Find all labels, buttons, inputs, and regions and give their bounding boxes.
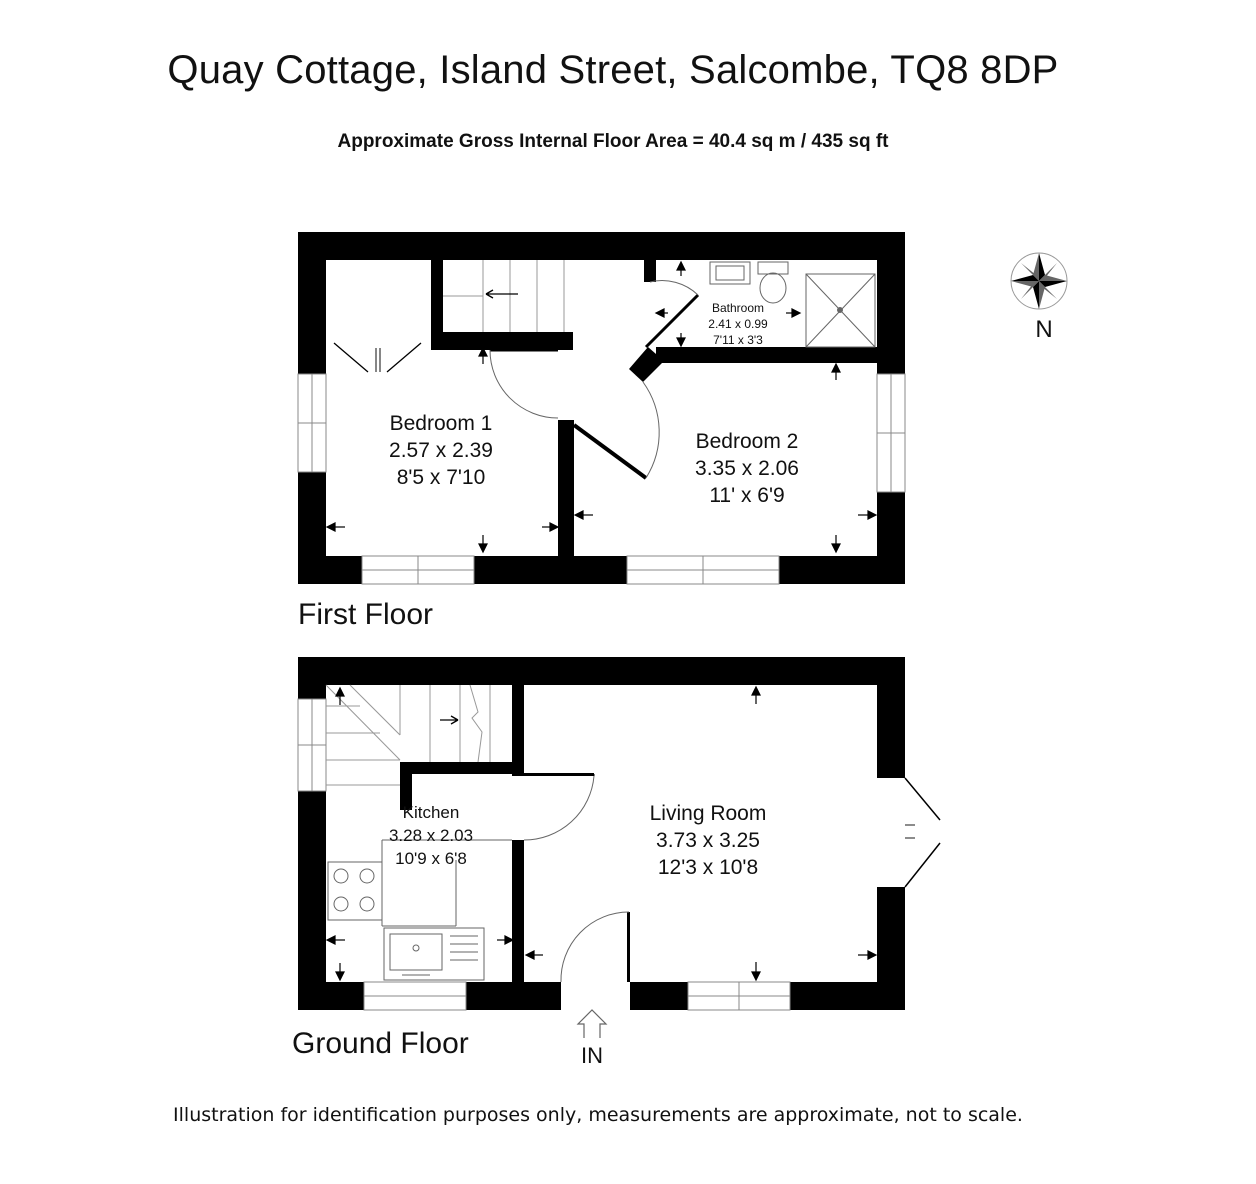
gf-divider-lower [512, 840, 524, 982]
ff-measure-arrows [325, 260, 878, 554]
gf-left-wall-upper [298, 657, 326, 699]
ff-stairs [443, 260, 565, 332]
gf-bottom-wall-2 [466, 982, 561, 1010]
sink-icon [383, 927, 485, 981]
gf-entrance-partition [627, 912, 630, 982]
ff-bedroom1-door [489, 348, 559, 419]
ground-floor-plan: IN Kitchen 3.28 x 2.03 10'9 x 6'8 Living… [292, 657, 941, 1068]
bedroom1-metric: 2.57 x 2.39 [389, 439, 493, 462]
kitchen-metric: 3.28 x 2.03 [389, 826, 473, 845]
gf-divider-header [512, 773, 594, 776]
gf-right-wall-upper [877, 657, 905, 778]
toilet-icon [759, 272, 787, 304]
entrance-arrow-icon [576, 1009, 608, 1038]
living-room-name: Living Room [650, 802, 767, 825]
ff-bottom-wall-3 [779, 556, 905, 584]
ff-bottom-wall-1 [298, 556, 362, 584]
compass-icon [1010, 252, 1068, 310]
bedroom2-metric: 3.35 x 2.06 [695, 457, 799, 480]
ff-cupboard-doors [333, 342, 422, 373]
ff-bathroom-door [644, 280, 700, 349]
first-floor-label: First Floor [298, 598, 433, 631]
ff-bathroom-fittings [709, 261, 876, 348]
gf-bottom-wall-1 [298, 982, 364, 1010]
ff-bottom-wall-2 [474, 556, 627, 584]
kitchen-name: Kitchen [403, 803, 460, 822]
gf-kitchen-fittings [327, 839, 512, 981]
ff-windows [297, 373, 906, 585]
living-room-imperial: 12'3 x 10'8 [658, 856, 758, 879]
ff-right-wall-upper [877, 232, 905, 374]
disclaimer-text: Illustration for identification purposes… [173, 1104, 1023, 1126]
ff-top-wall [298, 232, 905, 260]
gf-stairs [325, 684, 491, 786]
bedroom1-name: Bedroom 1 [390, 412, 493, 435]
living-room-metric: 3.73 x 3.25 [656, 829, 760, 852]
gf-kitchen-door [523, 774, 595, 841]
bathroom-name: Bathroom [712, 301, 764, 315]
ff-left-wall-upper [298, 232, 326, 374]
kitchen-imperial: 10'9 x 6'8 [395, 849, 467, 868]
bedroom2-name: Bedroom 2 [696, 430, 799, 453]
bathroom-metric: 2.41 x 0.99 [708, 317, 768, 331]
ff-bedroom2-door [572, 381, 660, 480]
hob-icon [327, 861, 383, 921]
bedroom2-imperial: 11' x 6'9 [709, 484, 784, 507]
gf-left-wall-lower [298, 791, 326, 1010]
gf-divider-upper [512, 685, 524, 773]
gf-windows [297, 698, 791, 1011]
ff-angled-wall [629, 347, 664, 382]
gf-front-door [560, 911, 630, 983]
ff-bath-wall-stub [644, 260, 656, 282]
ff-stair-direction-arrow [485, 289, 518, 299]
ff-bath-bottom-wall [656, 347, 877, 363]
gf-bottom-wall-3 [630, 982, 688, 1010]
gf-patio-doors [904, 777, 941, 888]
ground-floor-label: Ground Floor [292, 1027, 469, 1060]
ff-stair-wall [431, 332, 573, 350]
basin-icon [709, 261, 751, 285]
entrance-label: IN [581, 1043, 603, 1068]
gf-top-wall [298, 657, 905, 685]
floor-area-subtitle: Approximate Gross Internal Floor Area = … [337, 131, 889, 152]
gf-stair-wall-h [400, 762, 512, 774]
page-title: Quay Cottage, Island Street, Salcombe, T… [167, 48, 1059, 92]
first-floor-plan: Bedroom 1 2.57 x 2.39 8'5 x 7'10 Bedroom… [297, 232, 906, 631]
toilet-cistern-icon [757, 261, 789, 275]
gf-stair-wall-v [400, 762, 412, 810]
gf-measure-arrows [325, 685, 878, 982]
compass-north-label: N [1035, 316, 1052, 343]
shower-tray-icon [805, 273, 876, 348]
gf-bottom-wall-4 [790, 982, 905, 1010]
bedroom1-imperial: 8'5 x 7'10 [397, 466, 486, 489]
gf-stair-direction-arrow [440, 715, 459, 725]
bathroom-imperial: 7'11 x 3'3 [713, 333, 763, 347]
ff-bedroom-divider [558, 420, 574, 556]
ff-cupboard-wall [431, 260, 443, 340]
